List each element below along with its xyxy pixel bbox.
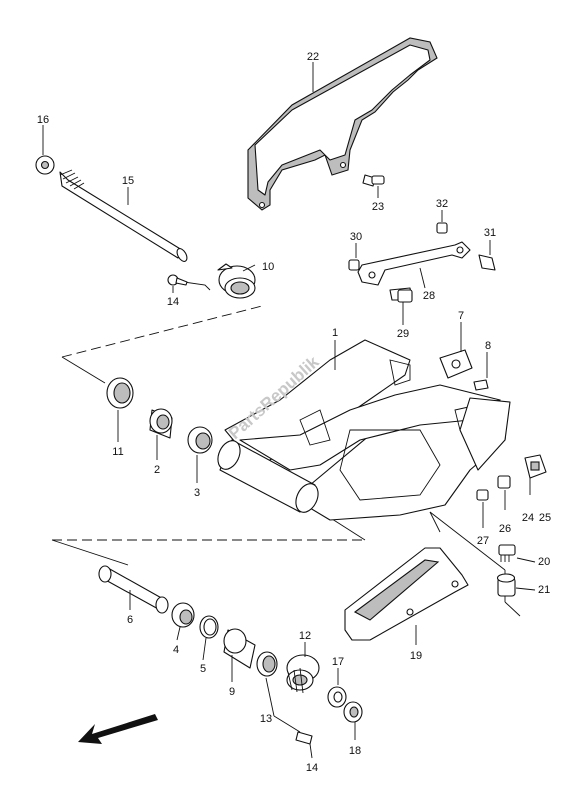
- bolt-26: [497, 475, 511, 489]
- bearing-4: [171, 602, 195, 628]
- label-leaders: [42, 62, 536, 759]
- label-32: 32: [436, 198, 448, 210]
- bearing-3: [187, 426, 213, 454]
- label-8: 8: [485, 340, 491, 352]
- nut-30: [348, 259, 360, 271]
- label-17: 17: [332, 656, 344, 668]
- part-labels: 22 16 15 10 14 23 30 32 31 28 29 1 7 8 1…: [37, 51, 551, 774]
- washer-16: [35, 155, 55, 175]
- nut-32: [436, 222, 448, 234]
- bolt-14-upper: [167, 274, 188, 286]
- label-18: 18: [349, 745, 361, 757]
- label-31: 31: [484, 227, 496, 239]
- chain-guide-19: [344, 547, 469, 641]
- label-3: 3: [194, 487, 200, 499]
- label-22: 22: [307, 51, 319, 63]
- bolt-29: [389, 287, 413, 303]
- label-9: 9: [229, 686, 235, 698]
- label-14-lower: 14: [306, 762, 318, 774]
- sleeve-9: [223, 628, 256, 669]
- label-23: 23: [372, 201, 384, 213]
- label-7: 7: [458, 310, 464, 322]
- bearing-2: [149, 408, 173, 439]
- collar-21: [496, 573, 516, 597]
- label-28: 28: [423, 290, 435, 302]
- label-25: 25: [539, 512, 551, 524]
- nut-27: [476, 489, 489, 501]
- reference-lines: [51, 279, 521, 617]
- front-arrow-icon: [78, 714, 158, 744]
- label-20: 20: [538, 556, 550, 568]
- bolt-31: [478, 254, 496, 271]
- cover-12: [286, 654, 320, 694]
- bolt-23: [362, 174, 385, 187]
- label-26: 26: [499, 523, 511, 535]
- label-13: 13: [260, 713, 272, 725]
- label-4: 4: [173, 644, 179, 656]
- washer-17: [327, 686, 347, 708]
- swingarm-1: [217, 339, 511, 521]
- label-14-upper: 14: [167, 296, 179, 308]
- bolt-20: [498, 544, 516, 562]
- bolt-14-lower: [295, 731, 313, 745]
- label-19: 19: [410, 650, 422, 662]
- label-24: 24: [522, 512, 534, 524]
- chain-case: [247, 37, 438, 211]
- label-2: 2: [154, 464, 160, 476]
- label-5: 5: [200, 663, 206, 675]
- label-29: 29: [397, 328, 409, 340]
- label-27: 27: [477, 535, 489, 547]
- bracket-28: [357, 241, 471, 286]
- sleeve-6: [98, 565, 169, 614]
- label-10: 10: [262, 261, 274, 273]
- label-11: 11: [112, 446, 123, 458]
- label-21: 21: [538, 584, 550, 596]
- ring-5: [199, 615, 219, 639]
- seal-11: [106, 377, 134, 409]
- label-6: 6: [127, 614, 133, 626]
- pivot-shaft: [59, 169, 188, 262]
- pivot-cover-10: [217, 263, 256, 299]
- label-15: 15: [122, 175, 134, 187]
- bolt-8: [473, 379, 489, 391]
- label-30: 30: [350, 231, 362, 243]
- label-1: 1: [332, 327, 338, 339]
- seal-13: [256, 651, 278, 677]
- washer-18: [343, 701, 363, 723]
- label-12: 12: [299, 630, 311, 642]
- plate-7: [439, 349, 473, 379]
- label-16: 16: [37, 114, 49, 126]
- adjuster-24-25: [524, 454, 547, 479]
